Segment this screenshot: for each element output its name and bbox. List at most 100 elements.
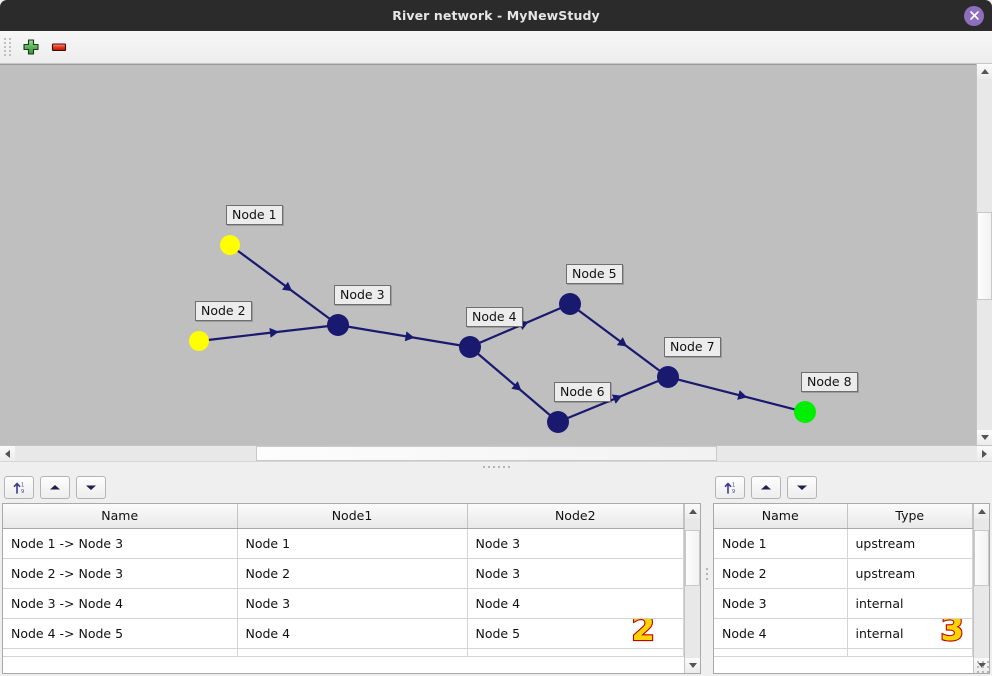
edge-arrow-icon	[737, 390, 748, 400]
svg-text:9: 9	[732, 489, 735, 495]
column-header[interactable]: Node2	[467, 504, 684, 529]
node-label[interactable]: Node 6	[554, 382, 611, 402]
links-move-down-button[interactable]	[76, 476, 106, 499]
column-header[interactable]: Node1	[237, 504, 468, 529]
add-node-button[interactable]	[17, 34, 45, 60]
node-label[interactable]: Node 2	[195, 301, 252, 321]
red-rectangle-icon	[51, 43, 67, 52]
graph-vertical-scrollbar[interactable]	[976, 64, 992, 445]
nodes-vscroll-thumb[interactable]	[974, 530, 989, 586]
nodes-scroll-down-button[interactable]	[974, 658, 989, 673]
graph-vscroll-track[interactable]	[977, 79, 992, 430]
table-cell[interactable]: Node 3	[467, 558, 684, 589]
table-cell[interactable]: Node 4 -> Node 5	[3, 618, 238, 649]
network-edge[interactable]	[207, 325, 329, 342]
table-cell[interactable]: Node 4	[237, 618, 468, 649]
table-cell[interactable]: Node 3 -> Node 4	[3, 588, 238, 619]
network-node[interactable]	[327, 314, 349, 336]
network-edge[interactable]	[677, 378, 796, 411]
table-cell[interactable]: Node 4	[714, 618, 848, 649]
graph-hscroll-track[interactable]	[15, 446, 977, 461]
table-cell[interactable]: Node 3	[467, 528, 684, 559]
table-cell[interactable]: Node 1	[237, 528, 468, 559]
node-label[interactable]: Node 5	[566, 264, 623, 284]
node-label[interactable]: Node 3	[334, 285, 391, 305]
network-edge[interactable]	[347, 325, 461, 347]
network-edge[interactable]	[236, 249, 331, 320]
graph-horizontal-scrollbar[interactable]	[0, 445, 992, 461]
table-cell[interactable]: upstream	[847, 528, 973, 559]
network-edge[interactable]	[476, 352, 552, 417]
nodes-move-down-button[interactable]	[787, 476, 817, 499]
edge-arrow-icon	[404, 331, 415, 342]
triangle-down-icon	[980, 435, 989, 440]
table-cell	[3, 648, 238, 657]
links-sort-button[interactable]: 1 9	[4, 476, 34, 499]
table-cell[interactable]: Node 3	[714, 588, 848, 619]
table-cell[interactable]: Node 2	[714, 558, 848, 589]
horizontal-splitter[interactable]	[0, 461, 992, 472]
delete-node-button[interactable]	[45, 34, 73, 60]
column-header[interactable]: Type	[847, 504, 973, 529]
table-cell[interactable]: Node 2 -> Node 3	[3, 558, 238, 589]
scroll-down-button[interactable]	[977, 430, 992, 445]
graph-vscroll-thumb[interactable]	[977, 212, 992, 301]
links-scroll-down-button[interactable]	[685, 658, 700, 673]
table-cell[interactable]: internal	[847, 588, 973, 619]
scroll-left-button[interactable]	[0, 446, 15, 461]
scroll-up-button[interactable]	[977, 64, 992, 79]
links-scroll-up-button[interactable]	[685, 504, 700, 519]
network-node[interactable]	[794, 401, 816, 423]
table-cell[interactable]: Node 3	[237, 588, 468, 619]
table-cell[interactable]: Node 1	[714, 528, 848, 559]
node-label[interactable]: Node 7	[664, 337, 721, 357]
edge-arrow-icon	[269, 327, 279, 338]
nodes-sort-button[interactable]: 1 9	[715, 476, 745, 499]
column-header[interactable]: Name	[3, 504, 238, 529]
graph-hscroll-thumb[interactable]	[255, 446, 718, 461]
close-icon[interactable]	[964, 5, 984, 26]
network-edge[interactable]	[577, 309, 661, 372]
links-vertical-scrollbar[interactable]	[684, 504, 700, 673]
table-cell[interactable]: Node 4	[467, 588, 684, 619]
nodes-scroll-up-button[interactable]	[974, 504, 989, 519]
network-canvas[interactable]: Node 1 Node 2 Node 3 Node 4 Node 5 Node 6 Node…	[0, 64, 976, 445]
scroll-right-button[interactable]	[977, 446, 992, 461]
network-node[interactable]	[189, 331, 209, 351]
network-node[interactable]	[559, 293, 581, 315]
vertical-splitter[interactable]	[703, 472, 711, 676]
nodes-move-up-button[interactable]	[751, 476, 781, 499]
toolbar-drag-handle[interactable]	[4, 36, 11, 58]
network-node[interactable]	[657, 366, 679, 388]
network-edge[interactable]	[566, 379, 660, 420]
node-label[interactable]: Node 4	[466, 307, 523, 327]
table-cell[interactable]: upstream	[847, 558, 973, 589]
links-vscroll-track[interactable]	[685, 519, 700, 658]
nodes-vertical-scrollbar[interactable]	[973, 504, 989, 673]
column-header[interactable]: Name	[714, 504, 848, 529]
node-label[interactable]: Node 8	[801, 372, 858, 392]
table-cell[interactable]: Node 2	[237, 558, 468, 589]
network-node[interactable]	[459, 336, 481, 358]
network-node[interactable]	[220, 235, 240, 255]
node-label[interactable]: Node 1	[226, 205, 283, 225]
links-move-up-button[interactable]	[40, 476, 70, 499]
links-vscroll-thumb[interactable]	[685, 530, 700, 586]
table-cell[interactable]: Node 1 -> Node 3	[3, 528, 238, 559]
network-node[interactable]	[547, 411, 569, 433]
nodes-vscroll-track[interactable]	[974, 519, 989, 658]
triangle-down-icon	[688, 663, 697, 668]
table-row-partial	[714, 648, 973, 657]
